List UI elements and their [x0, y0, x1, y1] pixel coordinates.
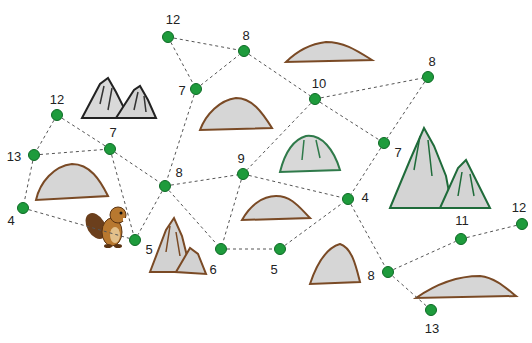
dashed-path	[249, 54, 310, 95]
dashed-path	[351, 148, 381, 194]
node-value: 6	[209, 263, 216, 276]
graph-node: 13	[28, 149, 40, 161]
graph-node: 12	[162, 31, 174, 43]
graph-node: 8	[238, 45, 250, 57]
mountain	[390, 128, 490, 208]
node-value: 5	[270, 263, 277, 276]
mountain	[82, 78, 156, 118]
dashed-path	[115, 152, 160, 182]
dashed-path	[37, 120, 54, 150]
graph-node: 8	[422, 71, 434, 83]
dashed-path	[249, 175, 342, 197]
graph-node: 12	[51, 109, 63, 121]
graph-node: 4	[342, 193, 354, 205]
graph-node: 11	[455, 233, 467, 245]
node-value: 13	[7, 150, 21, 163]
dashed-path	[467, 225, 516, 237]
node-value: 8	[242, 29, 249, 42]
dashed-path	[247, 103, 311, 169]
graph-node: 5	[129, 234, 141, 246]
dashed-path	[169, 190, 217, 244]
graph-node: 10	[309, 93, 321, 105]
dashed-path	[112, 155, 134, 234]
dashed-path	[201, 55, 240, 86]
graph-node: 13	[425, 304, 437, 316]
dashed-path	[62, 118, 105, 146]
graph-node: 7	[104, 143, 116, 155]
hill	[36, 42, 516, 298]
node-value: 10	[312, 77, 326, 90]
graph-node: 8	[159, 180, 171, 192]
node-value: 4	[7, 214, 14, 227]
node-value: 5	[145, 243, 152, 256]
hill	[280, 136, 340, 172]
node-value: 4	[361, 191, 368, 204]
node-value: 8	[367, 269, 374, 282]
dashed-path	[40, 149, 104, 154]
graph-node: 9	[237, 168, 249, 180]
dashed-path	[174, 38, 238, 50]
node-value: 8	[428, 55, 435, 68]
dashed-path	[393, 241, 455, 269]
dashed-path	[227, 249, 274, 250]
node-value: 7	[178, 84, 185, 97]
dashed-path	[285, 203, 343, 246]
dashed-path	[171, 42, 193, 83]
dashed-path	[387, 82, 424, 138]
dashed-path	[29, 210, 129, 239]
graph-node: 4	[17, 202, 29, 214]
node-value: 7	[394, 146, 401, 159]
node-value: 11	[455, 214, 469, 227]
node-value: 12	[166, 13, 180, 26]
node-value: 12	[512, 201, 526, 214]
graph-node: 7	[190, 83, 202, 95]
node-value: 7	[109, 126, 116, 139]
dashed-path	[321, 78, 422, 98]
graph-node: 8	[382, 266, 394, 278]
node-value: 8	[175, 166, 182, 179]
beaver	[81, 207, 126, 248]
dashed-path	[223, 180, 242, 243]
node-value: 9	[237, 152, 244, 165]
dashed-path	[351, 204, 385, 266]
dashed-path	[320, 102, 379, 140]
graph-node: 6	[215, 243, 227, 255]
mountain	[150, 218, 206, 274]
graph-node: 12	[516, 218, 528, 230]
dashed-path	[138, 191, 162, 235]
graph-node: 7	[378, 137, 390, 149]
graph-node: 5	[274, 243, 286, 255]
dashed-path	[167, 95, 194, 181]
dashed-path	[392, 276, 426, 306]
node-value: 12	[50, 93, 64, 106]
dashed-path	[24, 161, 33, 202]
node-value: 13	[425, 322, 439, 335]
